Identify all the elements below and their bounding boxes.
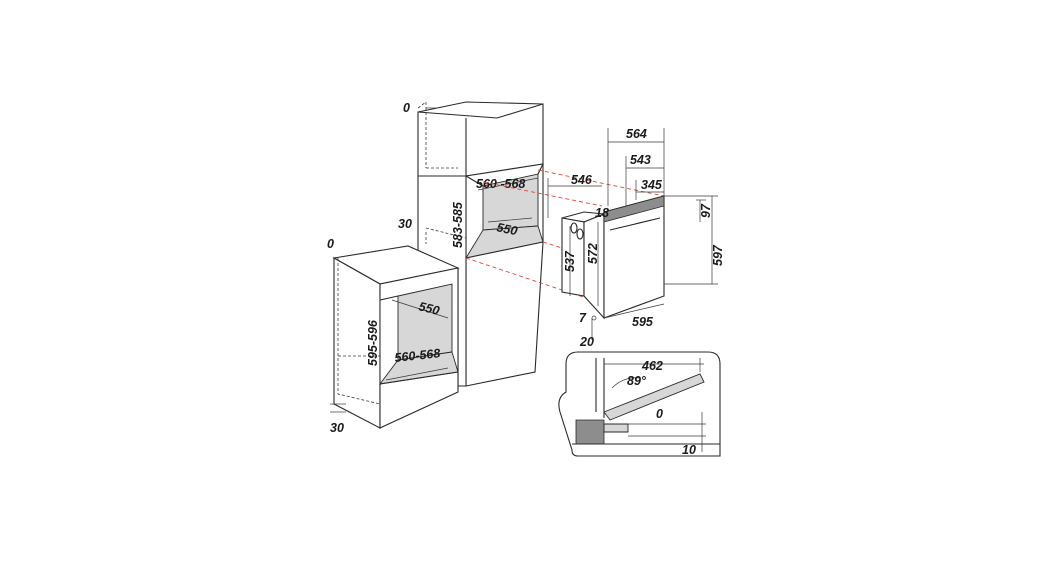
oven-knob-left	[570, 222, 578, 234]
oven-rear-offset-label: 345	[641, 178, 663, 192]
oven-inner-height-b-label: 572	[586, 243, 600, 264]
base-depth-label: 550	[417, 299, 441, 318]
tall-height-label: 583-585	[451, 201, 465, 248]
door-length-label: 462	[641, 359, 663, 373]
oven	[547, 128, 718, 340]
door-detail-inset	[558, 351, 721, 457]
tall-depth-label: 550	[495, 220, 518, 238]
oven-bottom-gap-label: 7	[579, 311, 587, 325]
door-angle-label: 89°	[627, 374, 647, 388]
oven-front-offset-label: 18	[595, 206, 609, 220]
oven-depth-to-panel-label: 546	[571, 173, 593, 187]
oven-knob-right	[576, 228, 584, 240]
tall-cabinet	[417, 101, 544, 387]
tall-side-gap-label: 30	[398, 217, 412, 231]
tall-top-gap-label: 0	[403, 101, 410, 115]
door-level-gap-label: 0	[656, 407, 663, 421]
door-drop-label: 10	[682, 443, 696, 457]
oven-total-height-label: 597	[711, 244, 725, 266]
oven-front-gap-label: 20	[579, 335, 594, 349]
base-width-label: 560-568	[394, 346, 441, 365]
door-open-panel	[603, 373, 705, 421]
oven-control-height-label: 97	[699, 203, 713, 218]
tall-cabinet-top-edge	[417, 103, 544, 119]
base-cabinet	[330, 245, 460, 429]
tall-cabinet-lower	[465, 241, 544, 387]
oven-overall-depth-label: 564	[626, 127, 647, 141]
base-bottom-gap-label: 30	[330, 421, 344, 435]
oven-inner-height-a-label: 537	[563, 250, 577, 272]
tall-width-label: 560 -568	[476, 177, 525, 191]
door-hinge	[603, 423, 629, 433]
oven-body	[583, 213, 605, 320]
door-base-block	[575, 419, 605, 445]
oven-body-depth-label: 543	[630, 153, 651, 167]
oven-width-label: 595	[632, 315, 654, 329]
base-top-gap-label: 0	[327, 237, 334, 251]
oven-control-panel	[603, 195, 665, 223]
base-height-label: 595-596	[366, 319, 380, 366]
